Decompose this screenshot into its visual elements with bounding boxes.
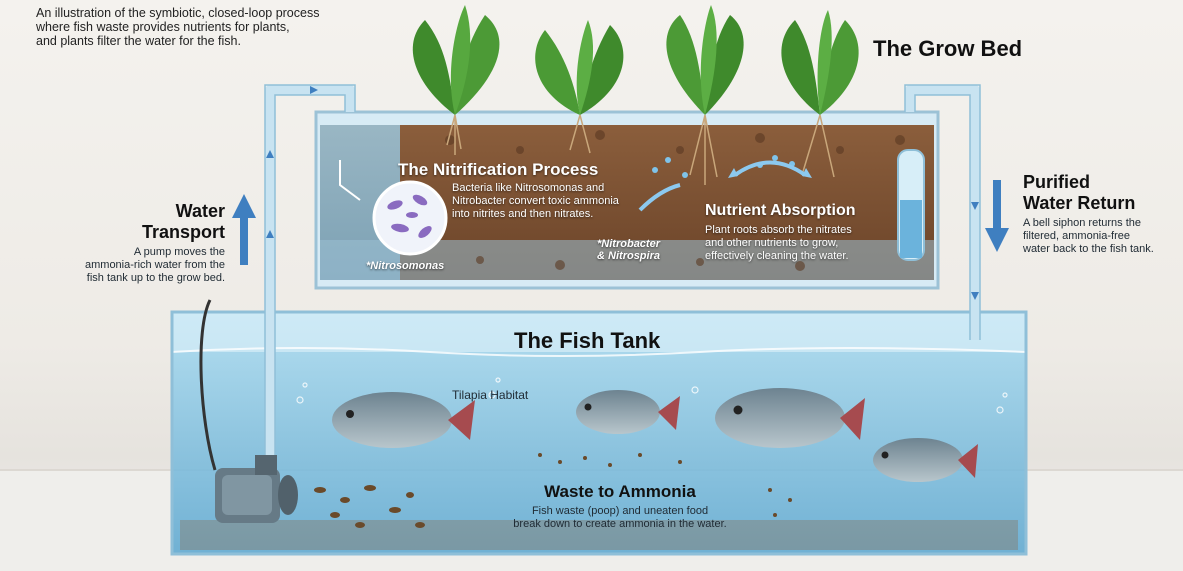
grow-bed-title: The Grow Bed — [873, 36, 1022, 62]
absorption-line: effectively cleaning the water. — [705, 250, 905, 263]
water-transport-title: Water — [55, 201, 225, 222]
purified-line: water back to the fish tank. — [1023, 243, 1178, 256]
arrow-down-icon — [985, 180, 1009, 252]
absorption-section: Nutrient Absorption — [705, 202, 856, 220]
purified-line: filtered, ammonia-free — [1023, 230, 1178, 243]
absorption-text: Plant roots absorb the nitrates and othe… — [705, 224, 905, 263]
nitrification-line: Bacteria like Nitrosomonas and — [452, 182, 662, 195]
waste-title: Waste to Ammonia — [480, 482, 760, 502]
nitrification-line: into nitrites and then nitrates. — [452, 208, 662, 221]
water-transport-line: A pump moves the — [55, 246, 225, 259]
absorption-line: and other nutrients to grow, — [705, 237, 905, 250]
label-nitrobacter-line: & Nitrospira — [580, 250, 660, 262]
water-transport-title: Transport — [55, 222, 225, 243]
waste-line: break down to create ammonia in the wate… — [480, 518, 760, 531]
nitrification-line: Nitrobacter convert toxic ammonia — [452, 195, 662, 208]
purified-line: A bell siphon returns the — [1023, 217, 1178, 230]
waste-section: Waste to Ammonia Fish waste (poop) and u… — [480, 482, 760, 531]
arrow-up-icon — [232, 194, 256, 265]
label-nitrobacter: *Nitrobacter & Nitrospira — [580, 238, 660, 262]
purified-title: Purified — [1023, 172, 1178, 193]
nitrification-title: The Nitrification Process — [398, 160, 598, 180]
nitrification-text: Bacteria like Nitrosomonas and Nitrobact… — [452, 182, 662, 221]
waste-line: Fish waste (poop) and uneaten food — [480, 505, 760, 518]
water-transport-line: fish tank up to the grow bed. — [55, 272, 225, 285]
fish-tank-title: The Fish Tank — [514, 328, 660, 354]
absorption-title: Nutrient Absorption — [705, 202, 856, 220]
nitrification-section: The Nitrification Process — [398, 160, 598, 180]
absorption-line: Plant roots absorb the nitrates — [705, 224, 905, 237]
tilapia-habitat-label: Tilapia Habitat — [452, 388, 528, 402]
purified-section: Purified Water Return A bell siphon retu… — [1023, 172, 1178, 256]
water-transport-line: ammonia-rich water from the — [55, 259, 225, 272]
label-nitrobacter-line: *Nitrobacter — [580, 238, 660, 250]
water-transport-section: Water Transport A pump moves the ammonia… — [55, 201, 225, 285]
label-nitrosomonas: *Nitrosomonas — [366, 260, 444, 272]
purified-title: Water Return — [1023, 193, 1178, 214]
